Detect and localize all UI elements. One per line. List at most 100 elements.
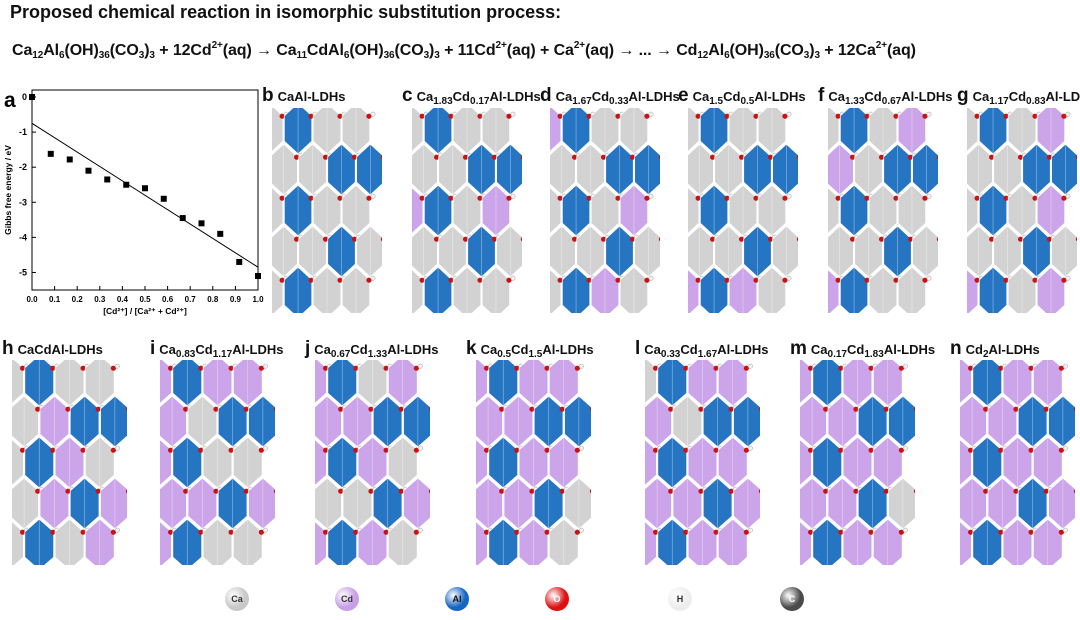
- text-segment: (aq): [886, 42, 916, 59]
- oxygen-atom: [1028, 447, 1034, 453]
- text-segment: + 11Cd: [439, 42, 496, 59]
- oxygen-atom: [913, 407, 915, 412]
- oxygen-atom: [853, 488, 859, 494]
- text-segment: 0.67: [881, 96, 902, 107]
- oxygen-atom: [698, 406, 704, 412]
- oxygen-atom: [983, 406, 989, 412]
- figure-heading: Proposed chemical reaction in isomorphic…: [10, 2, 562, 22]
- oxygen-atom: [710, 236, 716, 242]
- text-segment: Ca: [159, 342, 176, 357]
- text-segment: 3: [149, 50, 155, 61]
- oxygen-atom: [967, 529, 974, 535]
- data-point: [217, 230, 224, 237]
- oxygen-atom: [544, 365, 550, 371]
- oxygen-atom: [615, 195, 621, 201]
- text-segment: 3: [803, 50, 810, 61]
- text-segment: Cd: [350, 342, 368, 357]
- text-segment: 3: [434, 50, 440, 61]
- x-tick-label: 0.9: [230, 295, 242, 304]
- text-segment: 12: [32, 50, 44, 61]
- text-segment: Ca: [810, 342, 828, 357]
- text-segment: Al-LDHs: [754, 89, 806, 104]
- oxygen-atom: [728, 406, 734, 412]
- legend-atom-cd: Cd: [335, 587, 359, 611]
- text-segment: 0.5: [497, 349, 512, 360]
- octahedron: [688, 225, 714, 278]
- oxygen-atom: [668, 406, 674, 412]
- ldh-structure: [12, 360, 127, 565]
- oxygen-atom: [243, 406, 249, 412]
- oxygen-atom: [883, 406, 889, 412]
- data-point: [255, 272, 261, 279]
- oxygen-atom: [853, 406, 859, 412]
- oxygen-atom: [19, 447, 26, 453]
- oxygen-atom: [983, 488, 989, 494]
- octahedron: [688, 143, 714, 196]
- text-segment: 6: [59, 50, 65, 61]
- text-segment: 6: [343, 50, 350, 61]
- oxygen-atom: [125, 407, 127, 412]
- hydrogen-atom: [786, 275, 792, 281]
- hydrogen-atom: [262, 363, 268, 369]
- octahedron: [550, 143, 576, 196]
- x-tick-label: 0.0: [26, 295, 38, 304]
- hydrogen-atom: [1062, 445, 1068, 451]
- text-segment: Al-LDHs: [901, 89, 953, 104]
- oxygen-atom: [974, 277, 980, 283]
- oxygen-atom: [838, 365, 844, 371]
- octahedron: [100, 477, 127, 530]
- oxygen-atom: [337, 195, 343, 201]
- oxygen-atom: [167, 447, 174, 453]
- oxygen-atom: [907, 154, 914, 160]
- octahedron: [356, 225, 382, 278]
- panel-letter: d: [540, 85, 552, 106]
- y-axis-label: Gibbs free energy / eV: [3, 145, 13, 235]
- oxygen-atom: [462, 154, 469, 160]
- y-tick-label: 0: [22, 92, 27, 102]
- oxygen-atom: [514, 447, 520, 453]
- oxygen-atom: [936, 155, 938, 160]
- oxygen-atom: [868, 529, 874, 535]
- text-segment: CaAl-LDHs: [277, 89, 346, 104]
- text-segment: + 12Cd: [154, 42, 212, 59]
- oxygen-atom: [368, 488, 374, 494]
- text-segment: 1.5: [709, 96, 724, 107]
- ldh-structure: [960, 360, 1075, 565]
- oxygen-atom: [724, 277, 730, 283]
- oxygen-atom: [767, 154, 774, 160]
- octahedron: [160, 477, 187, 530]
- text-segment: Ca: [480, 342, 498, 357]
- text-segment: Cd: [723, 89, 741, 104]
- text-segment: (aq) → Ca: [222, 42, 297, 59]
- panel-letter: i: [150, 338, 156, 359]
- octahedron: [403, 477, 430, 530]
- text-segment: CaCdAl-LDHs: [17, 342, 103, 357]
- oxygen-atom: [419, 113, 425, 119]
- hydrogen-atom: [1062, 363, 1068, 369]
- data-point: [85, 167, 92, 174]
- text-segment: 0.17: [827, 349, 847, 360]
- oxygen-atom: [279, 195, 285, 201]
- text-segment: ): [809, 42, 815, 59]
- oxygen-atom: [868, 365, 874, 371]
- oxygen-atom: [413, 447, 419, 453]
- hydrogen-atom: [1065, 275, 1071, 281]
- octahedron: [800, 477, 827, 530]
- legend-atom-al: Al: [445, 587, 469, 611]
- oxygen-atom: [1032, 113, 1038, 119]
- oxygen-atom: [167, 529, 174, 535]
- octahedron: [564, 477, 591, 530]
- oxygen-atom: [1061, 277, 1067, 283]
- oxygen-atom: [279, 113, 285, 119]
- octahedron: [248, 395, 275, 448]
- oxygen-atom: [698, 488, 704, 494]
- oxygen-atom: [629, 154, 636, 160]
- text-segment: Cd: [680, 342, 698, 357]
- oxygen-atom: [652, 447, 659, 453]
- text-segment: (CO: [109, 42, 139, 59]
- oxygen-atom: [258, 365, 264, 371]
- oxygen-atom: [629, 236, 636, 242]
- oxygen-atom: [898, 365, 904, 371]
